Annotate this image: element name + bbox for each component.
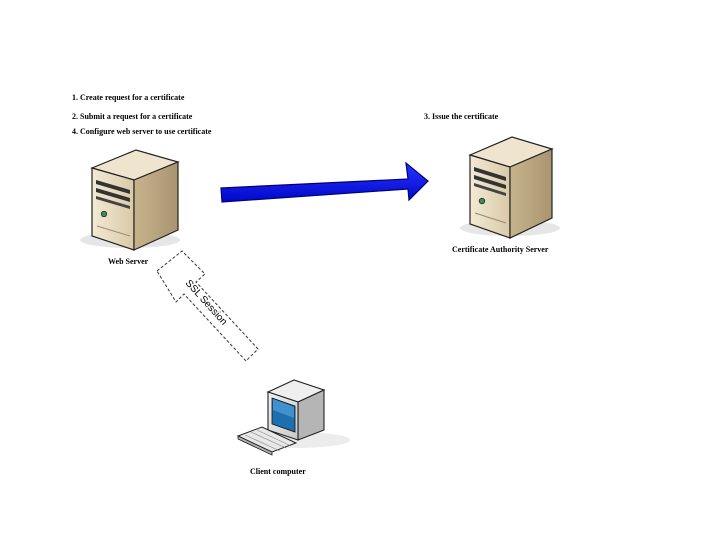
step-2-label: 2. Submit a request for a certificate	[72, 112, 193, 121]
client-computer-caption: Client computer	[250, 467, 306, 476]
step-1-label: 1. Create request for a certificate	[72, 93, 185, 102]
step-4-label: 4. Configure web server to use certifica…	[72, 127, 212, 136]
client-computer-icon	[236, 379, 350, 456]
web-server-caption: Web Server	[108, 257, 149, 266]
ssl-session-arrow	[156, 250, 259, 362]
request-arrow	[220, 161, 429, 203]
step-3-label: 3. Issue the certificate	[424, 112, 499, 121]
ca-server-caption: Certificate Authority Server	[452, 245, 549, 254]
web-server-icon	[80, 149, 180, 251]
ca-server-icon	[460, 136, 560, 239]
